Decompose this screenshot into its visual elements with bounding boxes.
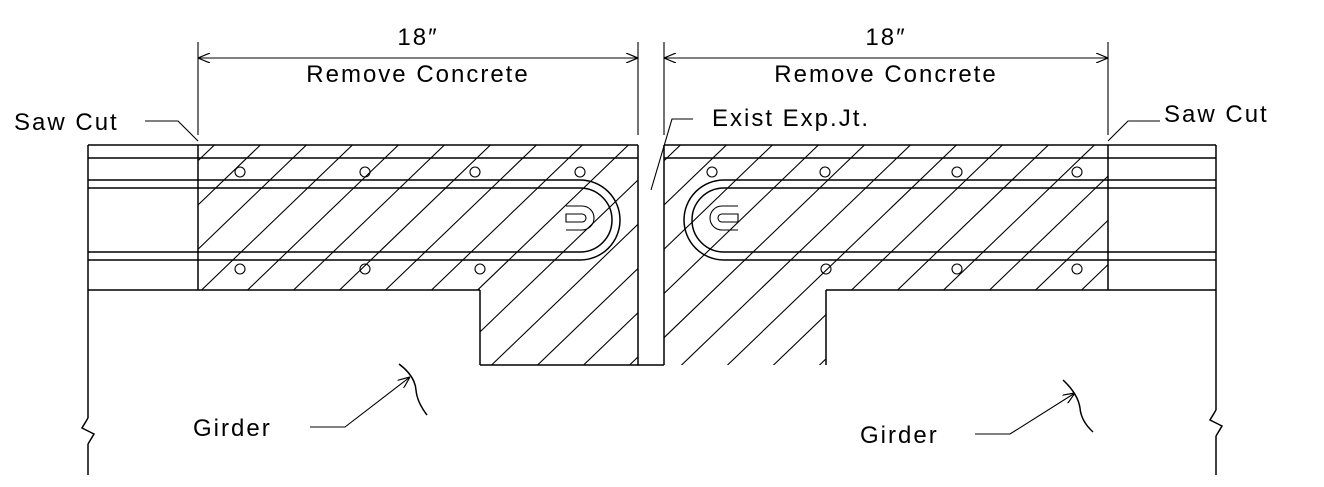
- joint-label: Exist Exp.Jt.: [712, 105, 870, 132]
- hatch-line: [711, 145, 973, 365]
- deck-slab-left: [87, 144, 664, 366]
- hatch-line: [895, 145, 1108, 365]
- hatch-line: [0, 130, 138, 380]
- rebar-left: [88, 179, 621, 261]
- hatch-line: [664, 145, 789, 365]
- dimension-right: [663, 42, 1109, 135]
- hatch-right: [390, 130, 1324, 380]
- hatch-line: [1126, 130, 1324, 380]
- rebar-dots: [234, 166, 1083, 275]
- girder-leader-left: [310, 377, 410, 428]
- hatch-line: [613, 145, 638, 365]
- hatch-line: [1079, 145, 1108, 365]
- hatch-line: [849, 145, 1108, 365]
- hatch-line: [245, 145, 507, 365]
- hatch-line: [198, 145, 231, 365]
- hatch-line: [664, 145, 743, 365]
- hatch-line: [665, 145, 927, 365]
- hatch-line: [941, 145, 1108, 365]
- girder-leader-right: [975, 393, 1075, 435]
- hatch-line: [1033, 145, 1108, 365]
- hatch-line: [198, 145, 323, 365]
- hatch-line: [198, 145, 277, 365]
- hatch-line: [198, 145, 415, 365]
- dimension-label-right: 18″: [865, 24, 906, 51]
- hatch-line: [390, 130, 650, 380]
- saw-cut-leader-left: [145, 120, 199, 142]
- hatch-line: [987, 145, 1108, 365]
- hatch-line: [660, 130, 920, 380]
- remove-concrete-label-right: Remove Concrete: [774, 61, 997, 88]
- hatch-line: [291, 145, 553, 365]
- hatch-line: [664, 145, 881, 365]
- dimension-label-left: 18″: [397, 24, 438, 51]
- girder-web-right: [1208, 290, 1224, 475]
- deck-slab-right: [663, 144, 1217, 365]
- hatch-line: [757, 145, 1019, 365]
- hatch-line: [198, 145, 369, 365]
- saw-cut-label-right: Saw Cut: [1164, 101, 1269, 128]
- girder-label-right: Girder: [860, 422, 939, 449]
- dimension-left: [197, 42, 639, 135]
- centerline-symbol-right: [1062, 379, 1094, 433]
- girder-label-left: Girder: [193, 415, 272, 442]
- centerline-symbol-left: [398, 363, 428, 416]
- saw-cut-label-left: Saw Cut: [14, 109, 119, 136]
- hatch-line: [567, 145, 638, 365]
- hatch-line: [0, 130, 184, 380]
- hatch-line: [475, 145, 638, 365]
- rebar-right: [683, 179, 1216, 261]
- hatch-line: [521, 145, 638, 365]
- saw-cut-leader-right: [1107, 120, 1160, 142]
- hatch-line: [337, 145, 599, 365]
- hatch-line: [429, 145, 638, 365]
- hatch-left: [0, 130, 920, 380]
- hatch-line: [383, 145, 638, 365]
- remove-concrete-label-left: Remove Concrete: [306, 61, 529, 88]
- hatch-line: [803, 145, 1065, 365]
- joint-leader: [650, 118, 693, 191]
- girder-web-left: [80, 290, 96, 475]
